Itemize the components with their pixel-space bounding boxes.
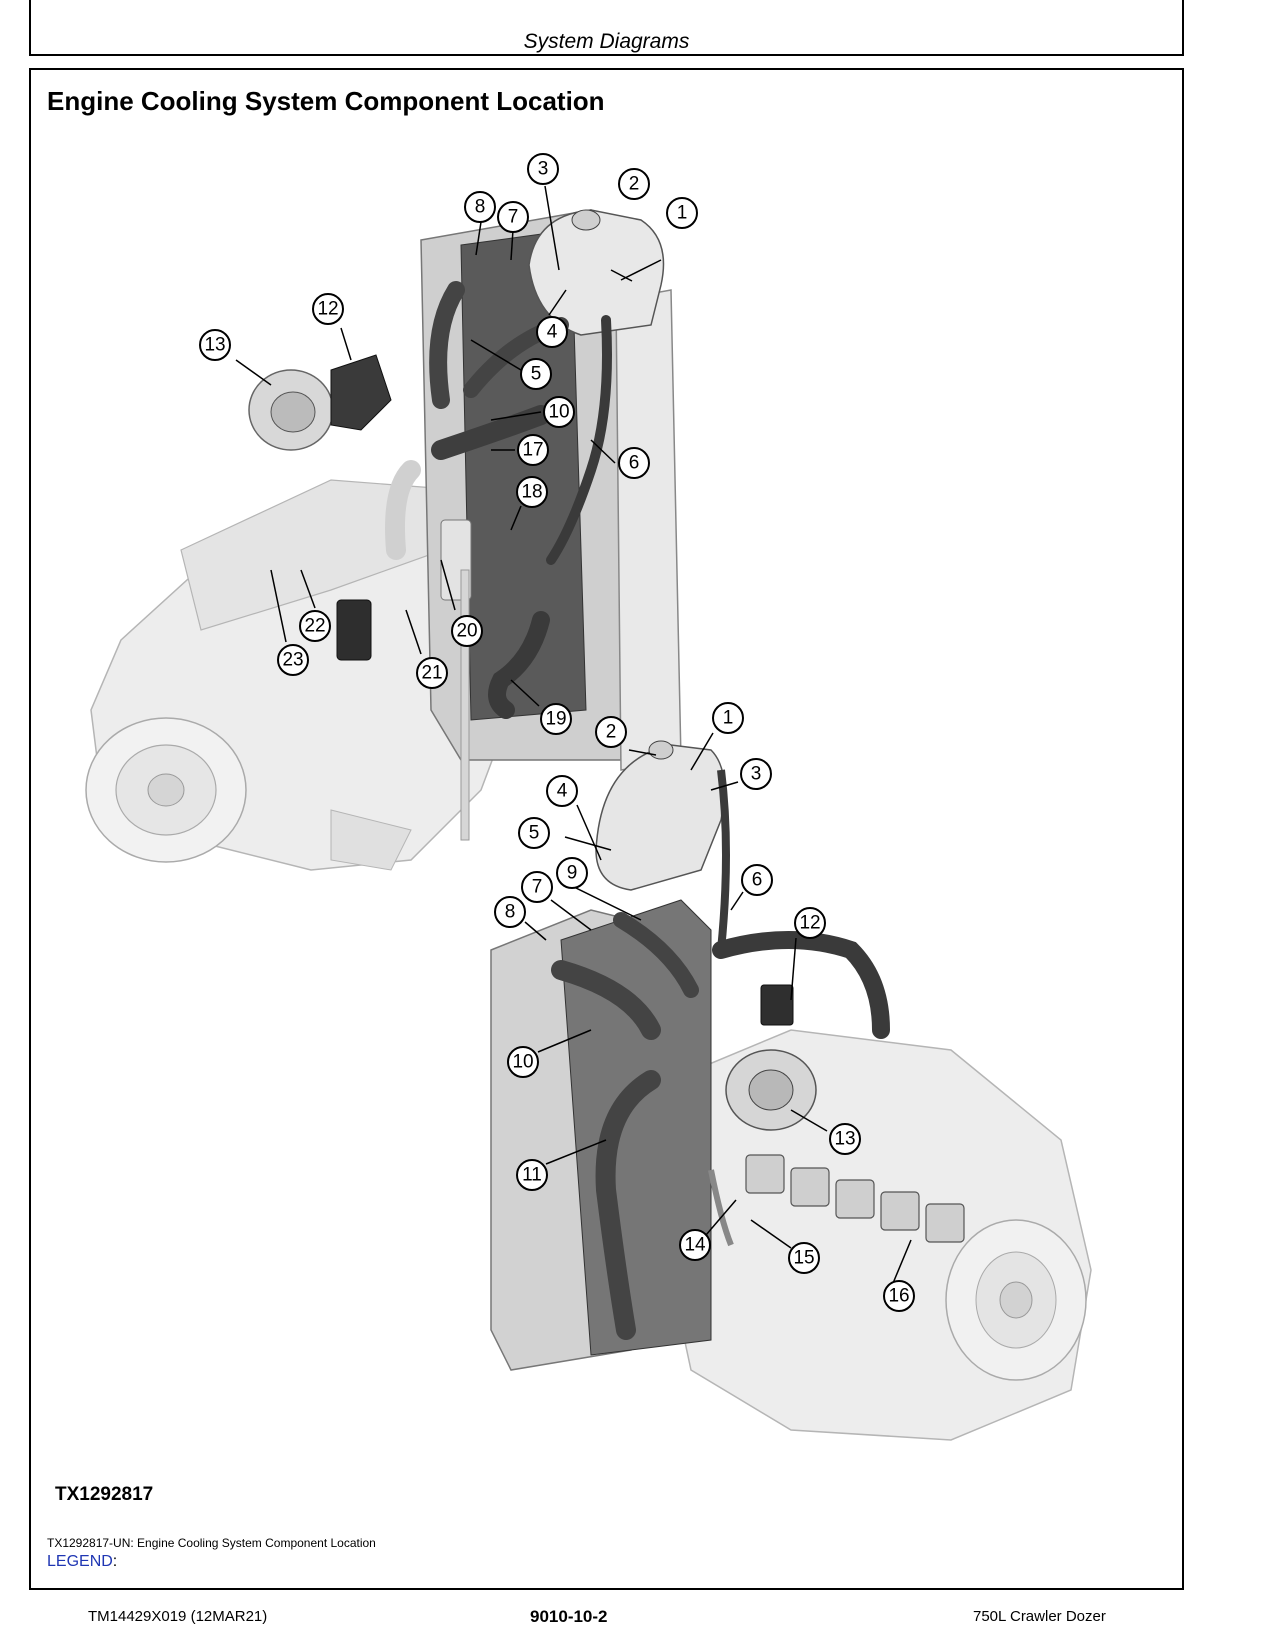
legend-heading: LEGEND: (47, 1553, 117, 1571)
svg-text:16: 16 (888, 1286, 909, 1307)
callout-bottom-1: 1 (712, 702, 744, 734)
leader-lines (235, 185, 912, 1289)
figure-id: TX1292817 (55, 1484, 154, 1505)
bottom-engine-illustration (490, 740, 1092, 1441)
callout-bottom-12: 12 (794, 907, 826, 939)
svg-text:22: 22 (304, 616, 325, 637)
callout-top-2: 2 (618, 168, 650, 200)
legend-label: LEGEND (47, 1553, 113, 1570)
bottom-view-callouts: 1 2 3 4 5 6 7 9 8 10 11 12 13 14 15 16 (494, 702, 915, 1312)
footer-doc-number: TM14429X019 (12MAR21) (88, 1608, 268, 1625)
footer-machine: 750L Crawler Dozer (973, 1608, 1106, 1625)
callout-bottom-15: 15 (788, 1242, 820, 1274)
legend-colon: : (112, 1553, 118, 1570)
footer-page-number: 9010-10-2 (530, 1607, 608, 1626)
svg-text:5: 5 (529, 823, 540, 844)
callout-bottom-6: 6 (741, 864, 773, 896)
callout-top-22: 22 (299, 610, 331, 642)
svg-text:4: 4 (557, 781, 568, 802)
svg-text:20: 20 (456, 621, 477, 642)
callout-bottom-2: 2 (595, 716, 627, 748)
svg-text:15: 15 (793, 1248, 814, 1269)
callout-top-10: 10 (543, 396, 575, 428)
callout-bottom-5: 5 (518, 817, 550, 849)
svg-text:14: 14 (684, 1235, 706, 1256)
svg-text:3: 3 (751, 764, 762, 785)
svg-text:10: 10 (512, 1052, 533, 1073)
callout-top-23: 23 (277, 644, 309, 676)
callout-top-13: 13 (199, 329, 231, 361)
svg-text:6: 6 (629, 453, 640, 474)
svg-text:7: 7 (532, 877, 543, 898)
svg-text:17: 17 (522, 440, 543, 461)
svg-text:2: 2 (606, 722, 617, 743)
callout-top-18: 18 (516, 476, 548, 508)
svg-text:12: 12 (799, 913, 820, 934)
section-title: Engine Cooling System Component Location (47, 86, 605, 116)
callout-top-5: 5 (520, 358, 552, 390)
callout-top-20: 20 (451, 615, 483, 647)
svg-text:9: 9 (567, 863, 578, 884)
callout-top-12: 12 (312, 293, 344, 325)
svg-text:2: 2 (629, 174, 640, 195)
top-view-callouts: 1 2 3 4 5 6 7 8 10 12 13 17 18 19 20 21 … (199, 153, 698, 735)
callout-bottom-3: 3 (740, 758, 772, 790)
callout-bottom-14: 14 (679, 1229, 711, 1261)
svg-text:13: 13 (834, 1129, 855, 1150)
callout-bottom-13: 13 (829, 1123, 861, 1155)
svg-text:12: 12 (317, 299, 338, 320)
svg-text:18: 18 (521, 482, 542, 503)
svg-text:5: 5 (531, 364, 542, 385)
callout-top-3: 3 (527, 153, 559, 185)
callout-bottom-10: 10 (507, 1046, 539, 1078)
callout-top-6: 6 (618, 447, 650, 479)
svg-text:4: 4 (547, 322, 558, 343)
callout-bottom-8: 8 (494, 896, 526, 928)
svg-text:19: 19 (545, 709, 566, 730)
callout-bottom-9: 9 (556, 857, 588, 889)
callout-bottom-11: 11 (516, 1159, 548, 1191)
svg-text:1: 1 (723, 708, 734, 729)
callout-top-21: 21 (416, 657, 448, 689)
engine-cooling-diagram: 1 2 3 4 5 6 7 8 10 12 13 17 18 19 20 21 … (85, 153, 1092, 1441)
page-header: System Diagrams (29, 0, 1184, 56)
svg-text:6: 6 (752, 870, 763, 891)
svg-text:1: 1 (677, 203, 688, 224)
callout-top-17: 17 (517, 434, 549, 466)
svg-text:13: 13 (204, 335, 225, 356)
svg-text:23: 23 (282, 650, 303, 671)
svg-text:10: 10 (548, 402, 569, 423)
content-frame: Engine Cooling System Component Location (29, 68, 1184, 1590)
top-engine-illustration (85, 209, 682, 871)
callout-top-4: 4 (536, 316, 568, 348)
svg-text:7: 7 (508, 207, 519, 228)
svg-text:21: 21 (421, 663, 442, 684)
svg-text:8: 8 (475, 197, 486, 218)
callout-top-19: 19 (540, 703, 572, 735)
figure-caption: TX1292817-UN: Engine Cooling System Comp… (47, 1536, 376, 1550)
svg-text:3: 3 (538, 159, 549, 180)
svg-text:11: 11 (522, 1165, 542, 1186)
callout-bottom-16: 16 (883, 1280, 915, 1312)
header-title: System Diagrams (523, 30, 690, 53)
callout-bottom-7: 7 (521, 871, 553, 903)
callout-top-7: 7 (497, 201, 529, 233)
callout-bottom-4: 4 (546, 775, 578, 807)
callout-top-8: 8 (464, 191, 496, 223)
svg-text:8: 8 (505, 902, 516, 923)
callout-top-1: 1 (666, 197, 698, 229)
